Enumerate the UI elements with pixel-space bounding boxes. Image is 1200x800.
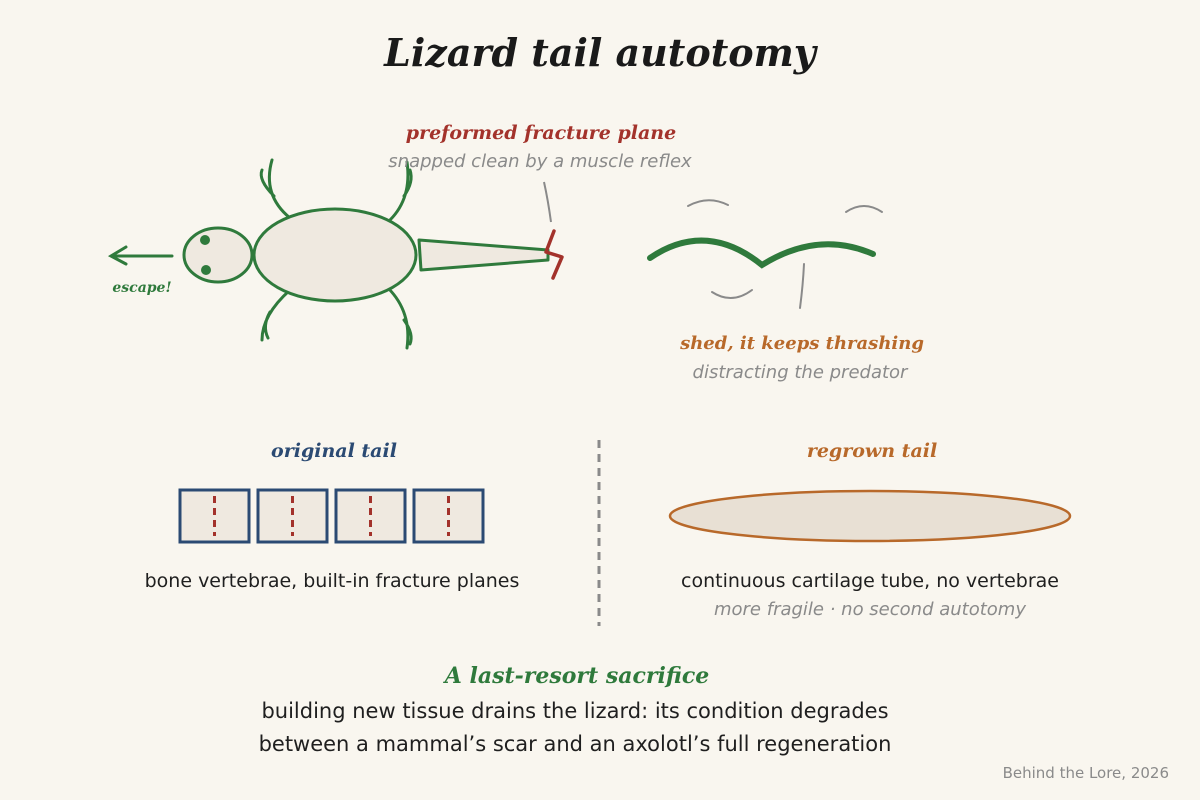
diagram-title: Lizard tail autotomy	[383, 30, 819, 75]
original-tail-heading: original tail	[271, 440, 397, 462]
fracture-pointer-line	[543, 181, 552, 223]
conclusion-line-2: between a mammal’s scar and an axolotl’s…	[259, 732, 892, 756]
lizard-body	[252, 207, 418, 303]
fracture-label: preformed fracture plane	[406, 122, 676, 144]
regrown-tail-tube	[668, 489, 1072, 543]
credit: Behind the Lore, 2026	[1003, 764, 1169, 782]
shed-note: distracting the predator	[693, 362, 909, 383]
thrashing-motion-lines	[687, 199, 883, 309]
shed-tail	[647, 237, 876, 269]
escape-arrow-icon	[107, 245, 174, 266]
lizard-legs	[259, 158, 413, 350]
vertebrae-row	[178, 488, 485, 544]
lizard-drawing	[182, 158, 550, 350]
lizard-tail-stump	[417, 238, 550, 272]
lizard-eye-top	[200, 235, 210, 245]
fracture-plane-mark	[544, 229, 564, 280]
conclusion-heading: A last-resort sacrifice	[443, 663, 709, 689]
regrown-tail-caption: continuous cartilage tube, no vertebrae	[681, 570, 1059, 592]
escape-label: escape!	[112, 280, 171, 296]
lizard-eye-bottom	[201, 265, 211, 275]
regrown-tail-heading: regrown tail	[807, 440, 937, 462]
fracture-note: snapped clean by a muscle reflex	[388, 151, 692, 172]
original-tail-caption: bone vertebrae, built-in fracture planes	[145, 570, 520, 592]
regrown-tail-note: more fragile · no second autotomy	[714, 599, 1026, 620]
lizard-head	[182, 226, 254, 284]
conclusion-line-1: building new tissue drains the lizard: i…	[261, 699, 888, 723]
shed-label: shed, it keeps thrashing	[679, 333, 924, 354]
